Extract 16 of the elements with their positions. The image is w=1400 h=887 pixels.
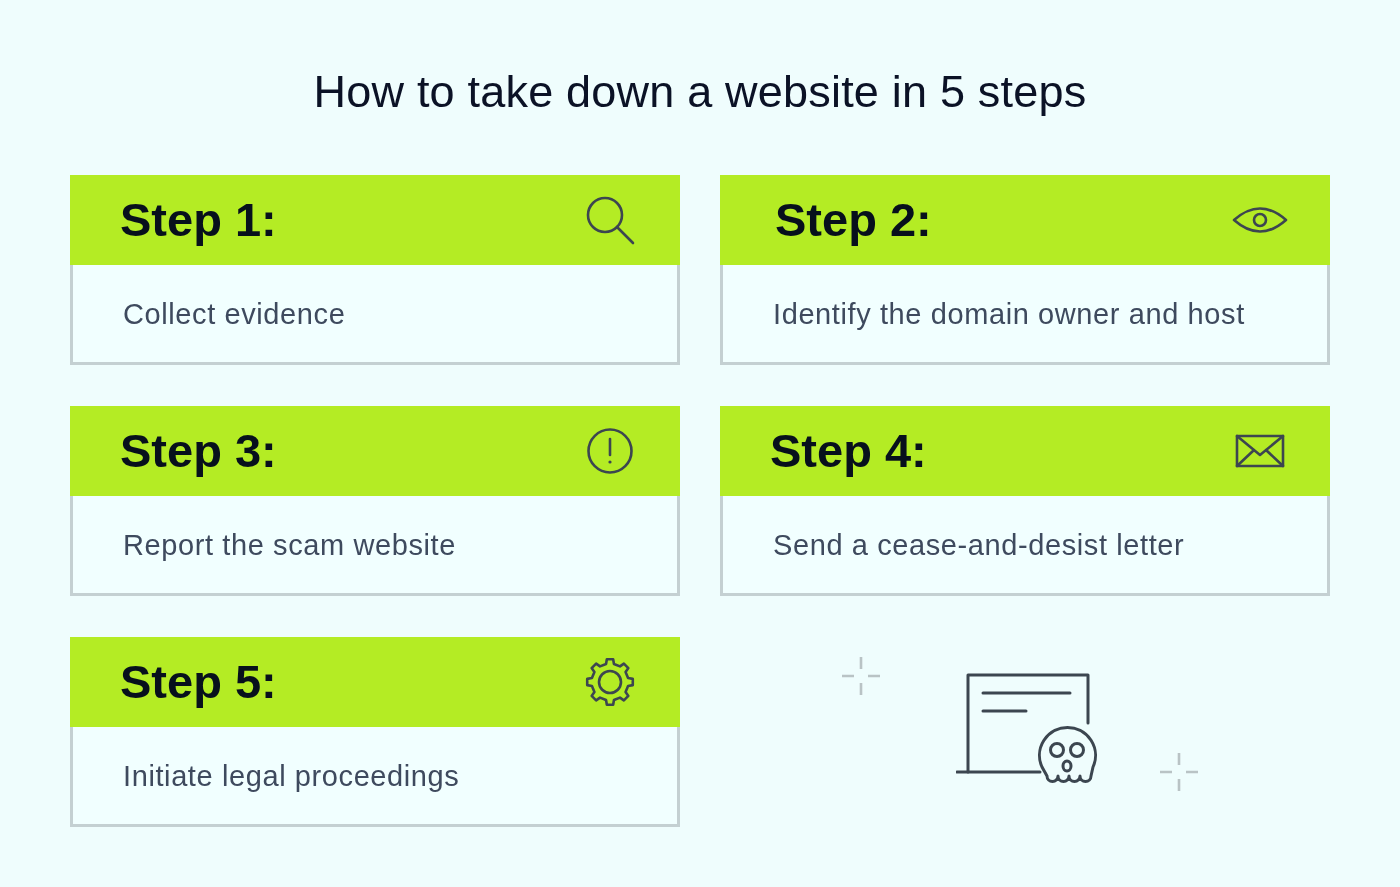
step-heading: Step 2: <box>775 194 932 246</box>
step-card <box>720 175 1330 365</box>
step-description: Collect evidence <box>123 297 346 331</box>
diagram-title: How to take down a website in 5 steps <box>313 66 1087 117</box>
step-heading: Step 1: <box>120 194 277 246</box>
step-card <box>70 175 680 365</box>
step-heading: Step 3: <box>120 425 277 477</box>
step-description: Identify the domain owner and host <box>773 297 1245 331</box>
step-heading: Step 5: <box>120 656 277 708</box>
step-card <box>70 637 680 827</box>
step-card <box>70 406 680 596</box>
step-description: Initiate legal proceedings <box>123 759 460 793</box>
step-card <box>720 406 1330 596</box>
step-description: Report the scam website <box>123 528 456 562</box>
step-heading: Step 4: <box>770 425 927 477</box>
step-description: Send a cease-and-desist letter <box>773 528 1185 562</box>
